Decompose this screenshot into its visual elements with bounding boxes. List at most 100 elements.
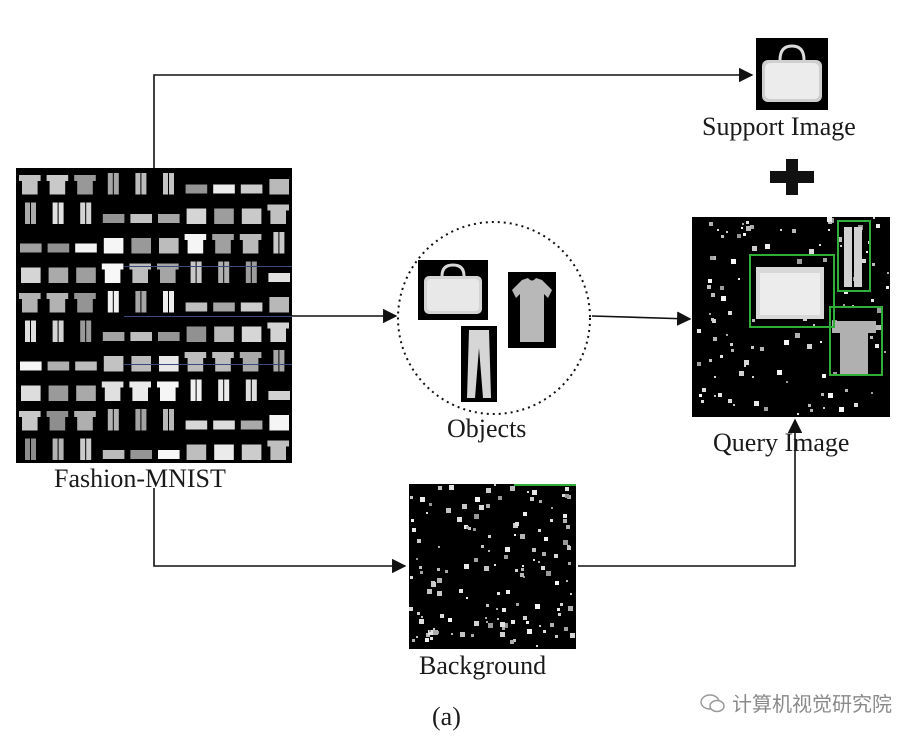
noise-patch: [568, 562, 571, 565]
thumb-leg: [251, 261, 257, 283]
thumb-sleeves: [46, 293, 69, 299]
noise-patch: [709, 222, 713, 226]
thumb-shoe: [240, 184, 263, 194]
noise-patch: [502, 608, 506, 612]
plus-icon: [770, 159, 814, 195]
noise-patch: [411, 519, 414, 522]
thumb-sleeves: [101, 381, 124, 388]
thumb-leg: [141, 173, 147, 195]
noise-patch: [752, 376, 754, 378]
noise-patch: [744, 360, 749, 365]
thumb-shoe: [268, 273, 290, 282]
noise-patch: [854, 403, 858, 407]
noise-patch: [427, 589, 432, 594]
wechat-icon: [700, 693, 725, 712]
noise-patch: [872, 263, 875, 266]
noise-patch: [728, 311, 732, 315]
thumb-sleeves: [46, 175, 69, 181]
noise-patch: [560, 603, 563, 606]
noise-patch: [488, 623, 493, 628]
noise-patch: [464, 564, 469, 569]
noise-patch: [828, 229, 830, 231]
thumb-leg: [135, 409, 141, 431]
thumb-shoe: [47, 361, 70, 371]
grid-separator: [124, 316, 292, 317]
noise-patch: [417, 539, 421, 543]
thumb-shoe: [185, 420, 208, 430]
objects-label: Objects: [447, 414, 527, 443]
query-bag-inner: [760, 273, 820, 315]
thumb-leg: [31, 320, 36, 342]
noise-patch: [523, 512, 527, 516]
noise-patch: [877, 308, 882, 313]
query-image-content: [697, 217, 889, 415]
noise-patch: [510, 640, 514, 644]
noise-patch: [526, 621, 529, 624]
noise-patch: [539, 500, 542, 503]
thumb-shoe: [240, 302, 263, 312]
noise-patch: [416, 558, 418, 560]
noise-patch: [515, 522, 519, 526]
noise-patch: [474, 558, 478, 562]
noise-patch: [551, 507, 553, 509]
thumb-sleeves: [267, 322, 289, 329]
noise-patch: [567, 545, 570, 548]
thumb-bag: [269, 179, 289, 195]
noise-patch: [746, 221, 749, 224]
noise-patch: [886, 286, 889, 289]
bg-edge-mark: [514, 484, 576, 486]
noise-patch: [437, 578, 442, 583]
query-trousers-leg: [854, 227, 862, 287]
noise-patch: [484, 566, 489, 571]
thumb-shoe: [20, 243, 42, 253]
noise-patch: [445, 570, 448, 573]
thumb-leg: [163, 291, 168, 313]
noise-patch: [702, 388, 706, 392]
thumb-bag: [186, 208, 207, 224]
detection-box: [829, 306, 883, 376]
noise-patch: [513, 639, 516, 642]
noise-patch: [515, 569, 518, 572]
thumb-sleeves: [267, 440, 289, 447]
noise-patch: [837, 237, 842, 242]
noise-patch: [419, 619, 424, 624]
noise-patch: [707, 285, 711, 289]
noise-patch: [862, 259, 866, 263]
noise-patch: [819, 244, 821, 246]
noise-patch: [731, 349, 734, 352]
arrow-to-support: [153, 67, 754, 168]
noise-patch: [514, 534, 516, 536]
thumb-bag: [214, 444, 234, 460]
noise-patch: [471, 634, 474, 637]
noise-patch: [563, 540, 568, 545]
noise-patch: [555, 581, 559, 585]
noise-patch: [438, 546, 440, 548]
thumb-sleeves: [19, 293, 41, 299]
noise-patch: [474, 621, 479, 626]
noise-patch: [809, 249, 814, 254]
thumb-shoe: [130, 450, 152, 459]
noise-patch: [820, 341, 822, 343]
noise-patch: [409, 607, 413, 611]
thumb-bag: [241, 208, 262, 224]
thumb-leg: [169, 173, 174, 195]
thumb-bag: [159, 238, 179, 254]
noise-patch: [497, 592, 500, 595]
noise-patch: [871, 299, 874, 302]
thumb-leg: [196, 261, 202, 283]
noise-patch: [543, 630, 546, 633]
noise-patch: [412, 528, 416, 532]
noise-patch: [437, 568, 440, 571]
noise-patch: [462, 504, 467, 509]
background-content: [409, 484, 576, 647]
noise-patch: [520, 534, 525, 539]
noise-patch: [566, 525, 570, 529]
bag-icon: [424, 263, 482, 314]
noise-patch: [479, 505, 484, 510]
noise-patch: [721, 296, 726, 301]
noise-patch: [726, 334, 728, 336]
noise-patch: [486, 504, 490, 508]
noise-patch: [562, 494, 565, 497]
noise-patch: [697, 362, 701, 366]
noise-patch: [468, 527, 471, 530]
